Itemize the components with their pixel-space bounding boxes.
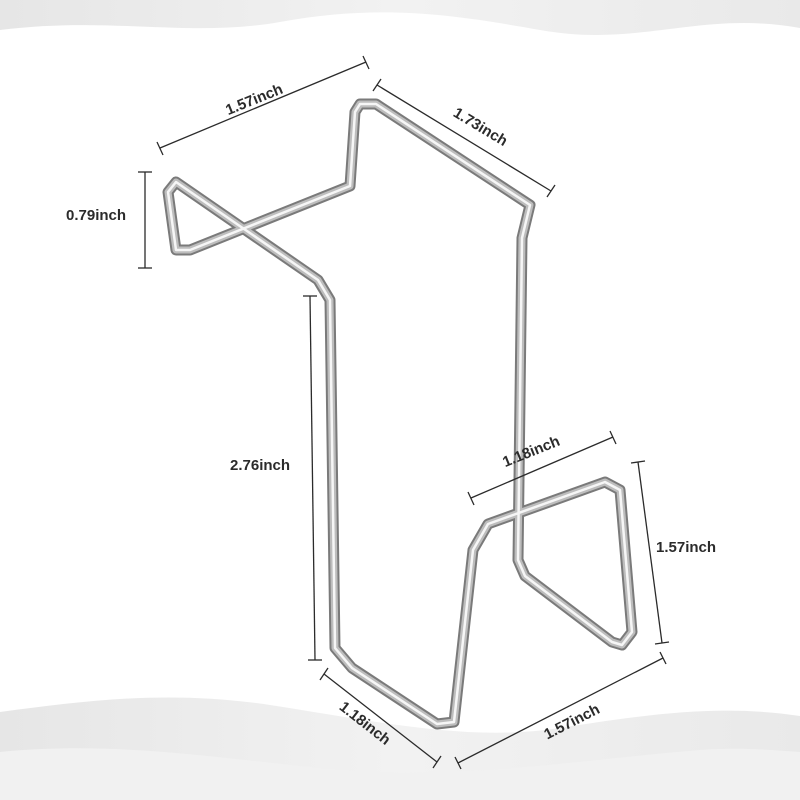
bottom-wave-light bbox=[0, 748, 800, 800]
dimension-main-height: 2.76inch bbox=[230, 457, 290, 474]
wire-hanger-product bbox=[162, 98, 638, 730]
dimension-hook-width: 1.18inch bbox=[500, 433, 562, 471]
dimension-top-height: 0.79inch bbox=[66, 207, 126, 224]
dimension-top-depth: 1.73inch bbox=[450, 104, 510, 149]
dimension-hook-height: 1.57inch bbox=[656, 539, 716, 556]
dimension-lines bbox=[138, 55, 670, 770]
top-wave-decoration bbox=[0, 0, 800, 35]
dimension-top-width: 1.57inch bbox=[223, 81, 285, 119]
